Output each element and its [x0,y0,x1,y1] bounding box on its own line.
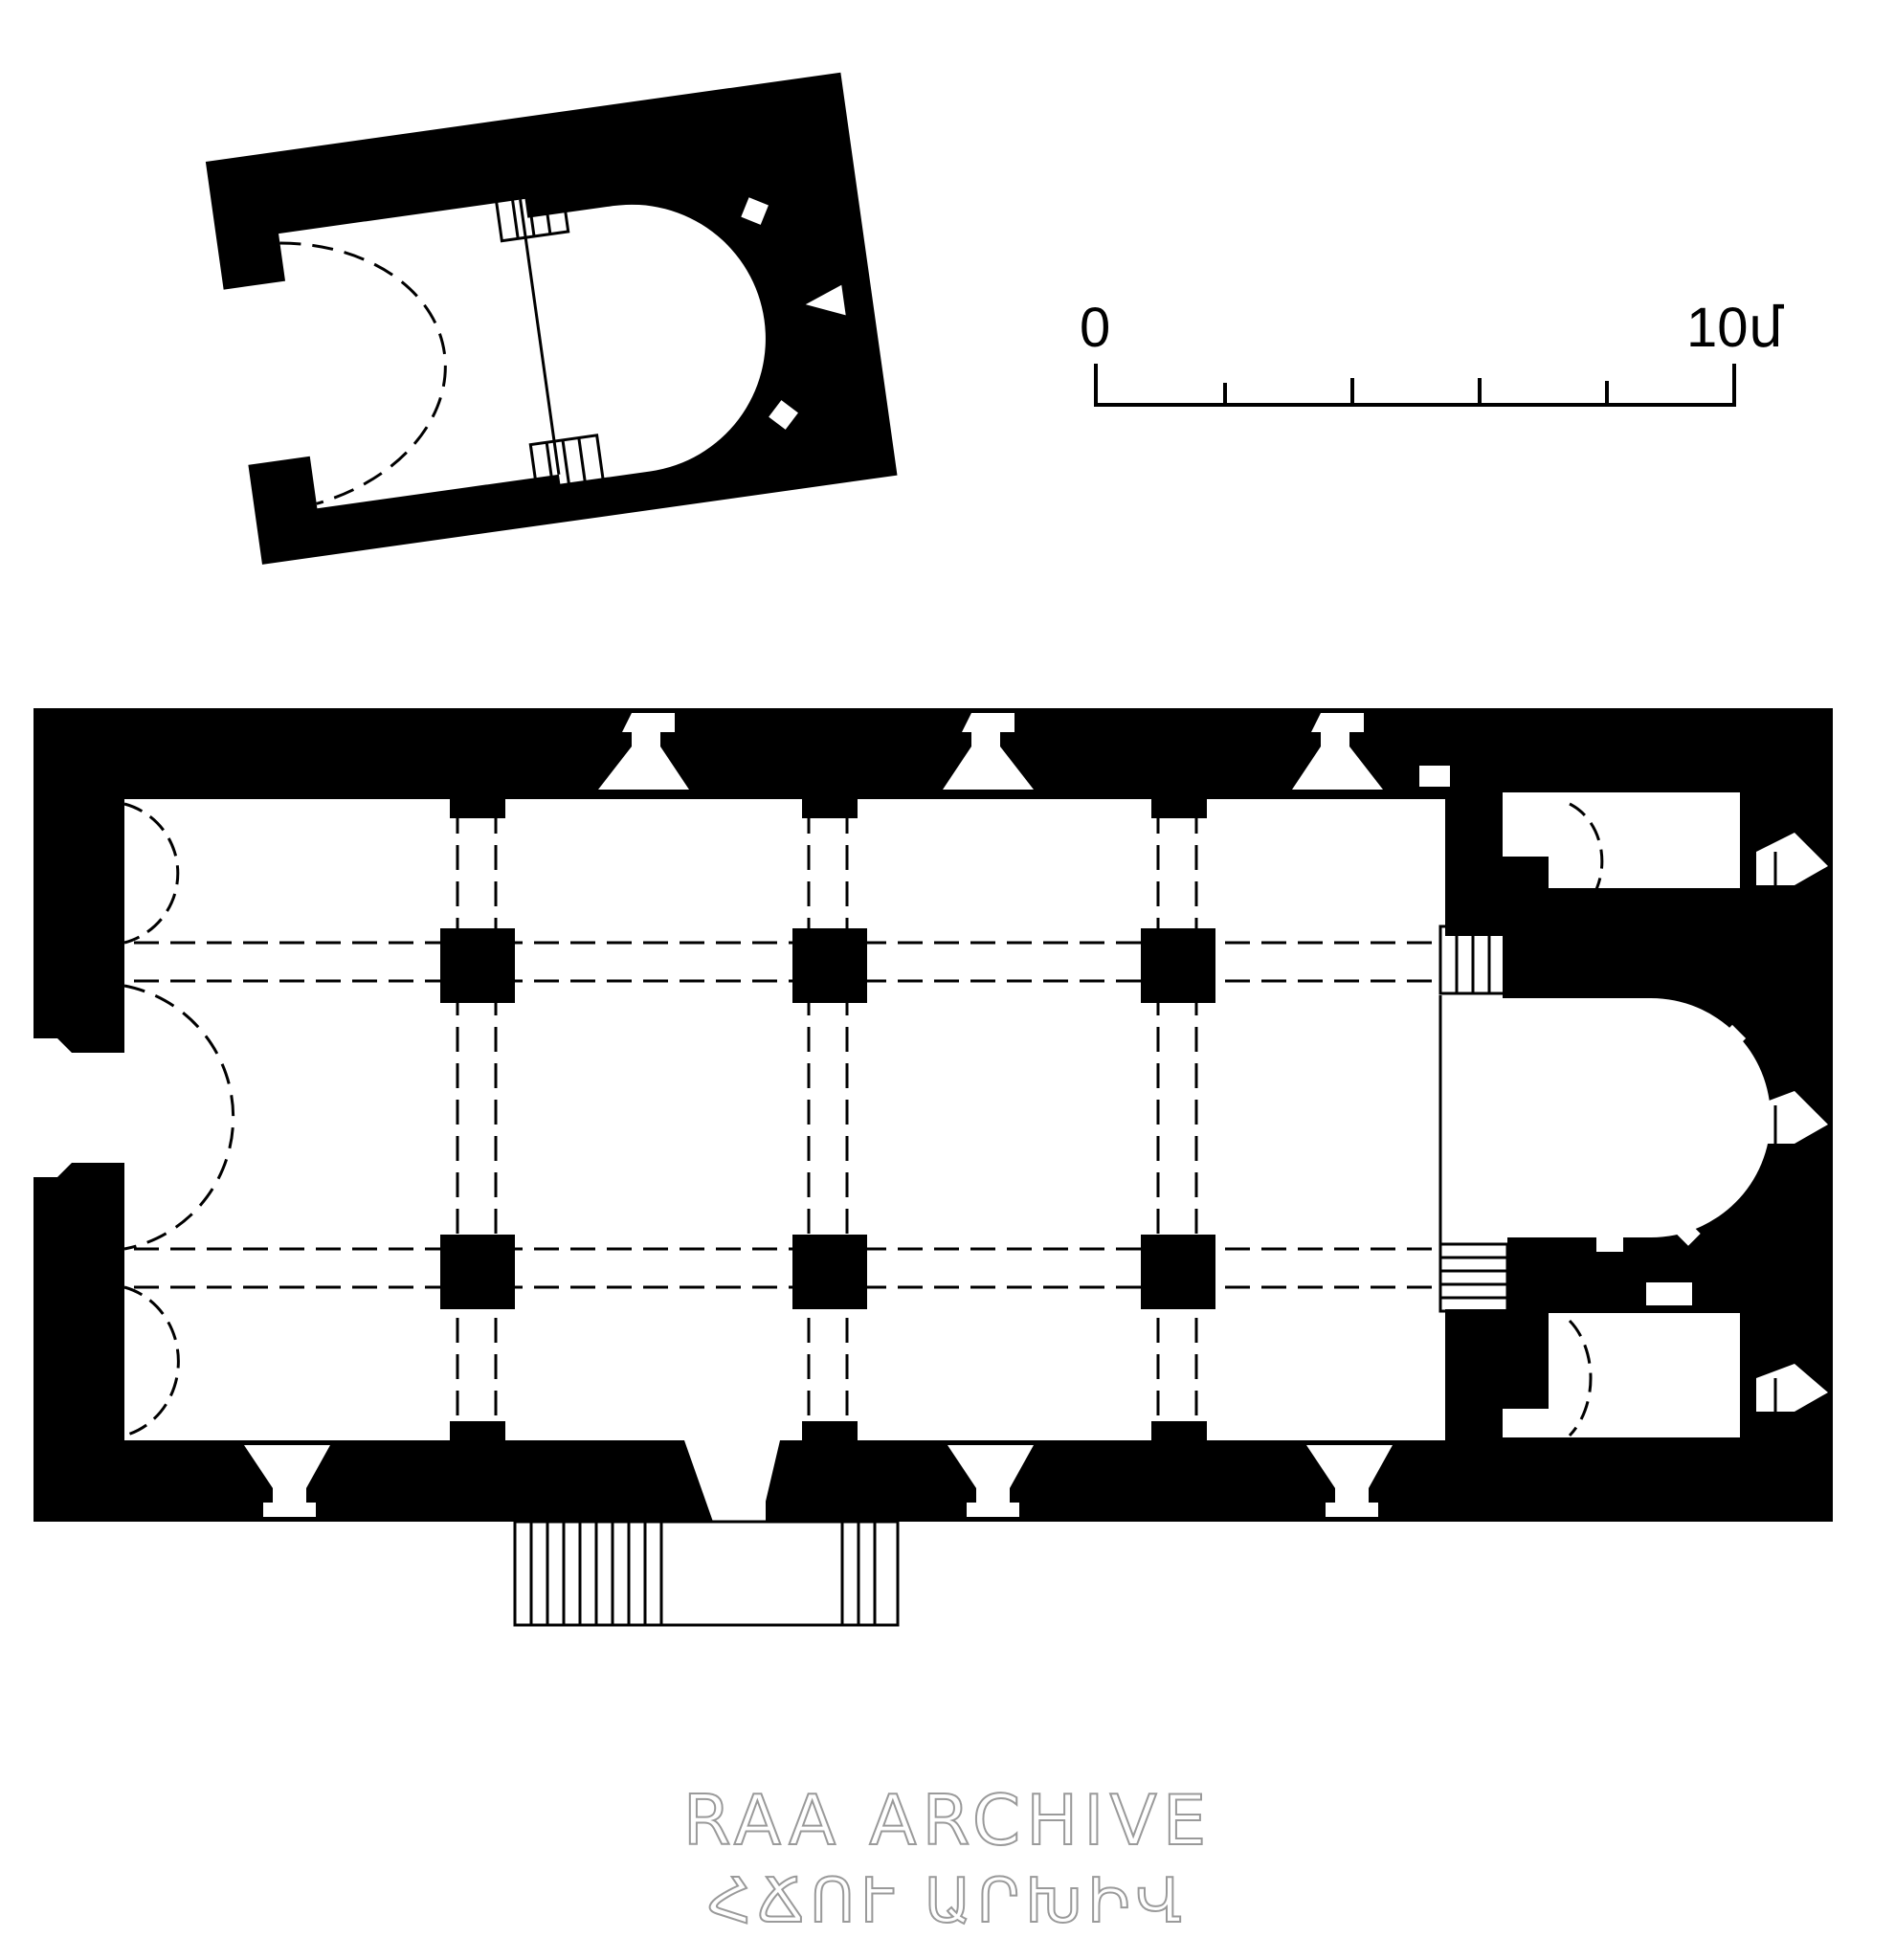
chapel-steps-south [528,434,607,503]
pier [440,1235,515,1309]
west-arc-north [123,802,180,945]
south-chamber-arc [1568,1319,1593,1437]
basilica-plan [33,708,1833,1526]
pilaster [802,799,858,818]
basilica-nave [124,799,1445,1440]
chapel-bema-edge [519,199,561,475]
pier [1141,1235,1215,1309]
watermark-line-2: ՀՃՈՒ ԱՐԽԻՎ [706,1865,1188,1938]
chapel-vault-arc [279,241,447,505]
pilaster [450,1421,505,1440]
north-windows [598,713,1450,790]
pier [792,1235,867,1309]
pilaster [1151,799,1207,818]
pilaster [450,799,505,818]
south-entrance-opening [713,1440,766,1526]
south-windows [244,1445,1393,1517]
pilaster [802,1421,858,1440]
west-arc-south [123,1285,180,1437]
north-chamber-arc [1569,802,1604,921]
pier [440,928,515,1003]
south-stairs [513,1520,900,1627]
chapel-steps-north [492,172,570,243]
scale-bar [1094,364,1736,407]
chapel-window-east [805,284,846,316]
small-chapel-plan [205,72,898,565]
bema-steps-south [1438,1242,1509,1313]
south-chamber-pier [1503,1313,1549,1409]
bema-steps-north [1438,924,1605,995]
pilaster [1151,1421,1207,1440]
scale-start-label: 0 [1080,297,1110,359]
chapel-hall [279,198,564,509]
chapel-window-se [769,400,798,430]
arcade-lines [134,809,1440,1431]
main-apse [1608,998,1771,1237]
chapel-apse [523,204,766,484]
scale-end-label: 10մ [1686,297,1785,359]
pier [1141,928,1215,1003]
chapel-window-ne [741,197,769,225]
bema-platform [1440,998,1613,1237]
pier [792,928,867,1003]
west-entrance [33,1038,124,1177]
piers [440,799,1215,1440]
watermark-line-1: RAA ARCHIVE [682,1779,1213,1861]
